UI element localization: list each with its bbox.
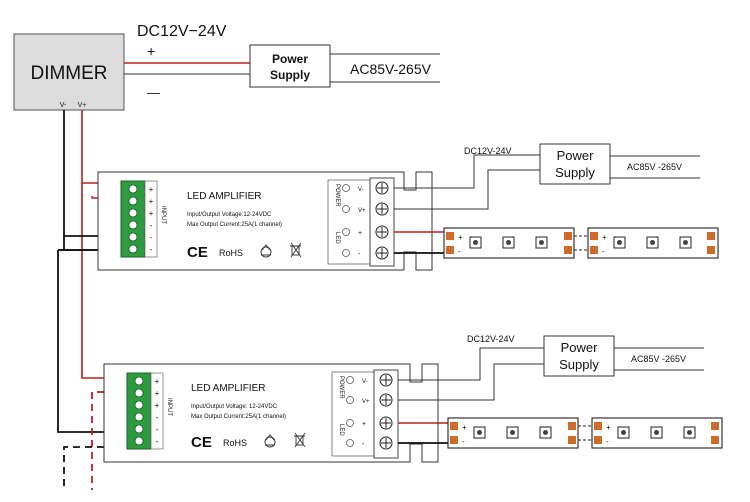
amp1-term-led-pos: + xyxy=(358,230,362,237)
main-supply-line1: Power xyxy=(272,52,308,66)
strip-minus: - xyxy=(602,247,605,256)
amp1-input-label: INPUT xyxy=(160,206,166,224)
amp1-led-strip-1: + - xyxy=(443,227,575,259)
amplifier-1: + + + - - - INPUT LED AMPLIFIER Input/Ou… xyxy=(97,171,433,271)
dimmer-unit: DIMMER V- V+ DC12V−24V + — xyxy=(13,23,227,111)
amp2-sign-strip xyxy=(150,372,164,450)
amp2-term-vpos: V+ xyxy=(362,399,370,405)
amp2-supply-pos-wire xyxy=(398,363,544,401)
main-supply-line2: Supply xyxy=(270,68,310,82)
amplifier-2: + + + - - - INPUT LED AMPLIFIER Input/Ou… xyxy=(103,363,439,463)
amp1-supply-ac: AC85V -265V xyxy=(627,162,682,172)
amp1-ce-mark: CE xyxy=(187,244,208,261)
amp2-strip-link xyxy=(578,425,592,441)
amp1-supply-line2: Supply xyxy=(555,165,595,180)
dimmer-plus-sign: + xyxy=(147,43,155,59)
strip-plus: + xyxy=(458,233,463,242)
dimmer-voltage: DC12V−24V xyxy=(137,23,227,40)
amp2-sign-3: + xyxy=(155,401,160,410)
amp2-recycle-icon xyxy=(264,434,276,448)
main-power-supply: Power Supply AC85V-265V xyxy=(249,44,440,88)
amp1-spec2: Max Output Current:25A(1 channel) xyxy=(187,222,282,228)
amp2-rohs: RoHS xyxy=(223,438,247,448)
amp2-supply-ac: AC85V -265V xyxy=(631,354,686,364)
amp1-supply-line1: Power xyxy=(557,148,595,163)
amp1-sign-2: + xyxy=(149,197,154,206)
strip-plus: + xyxy=(606,423,611,432)
amp2-power-label: POWER xyxy=(338,376,344,399)
amp1-sign-1: + xyxy=(149,185,154,194)
strip-plus: + xyxy=(462,423,467,432)
strip-minus: - xyxy=(606,437,609,446)
amp1-spec1: Input/Output Voltage:12-24VDC xyxy=(187,212,272,218)
amp2-supply-dc: DC12V-24V xyxy=(467,334,515,344)
amp2-sign-4: - xyxy=(156,413,159,422)
amp1-input-terminal xyxy=(120,180,146,258)
amp1-term-vpos: V+ xyxy=(358,208,366,214)
amp2-weee-bin-icon xyxy=(294,432,306,448)
strip-minus: - xyxy=(458,247,461,256)
amp1-supply-box xyxy=(539,143,611,185)
amp1-weee-bin-icon xyxy=(290,242,302,258)
dimmer-pin-pos: V+ xyxy=(78,102,87,109)
amp1-led-label: LED xyxy=(334,232,340,244)
amp1-sign-6: - xyxy=(150,245,153,254)
amp2-sign-6: - xyxy=(156,437,159,446)
strip-minus: - xyxy=(462,437,465,446)
amp1-title: LED AMPLIFIER xyxy=(187,191,261,202)
dimmer-pin-neg: V- xyxy=(60,102,67,109)
amp1-supply-pos-wire xyxy=(394,169,540,210)
amp1-supply-dc: DC12V-24V xyxy=(464,146,512,156)
amp2-title: LED AMPLIFIER xyxy=(191,383,265,394)
amp1-sign-5: - xyxy=(150,233,153,242)
amp2-sign-1: + xyxy=(155,377,160,386)
amp1-term-vneg: V- xyxy=(358,187,364,193)
amp2-term-vneg: V- xyxy=(362,379,368,385)
amp2-led-strip-2: + - xyxy=(591,417,723,449)
amp2-sign-5: - xyxy=(156,425,159,434)
amp2-led-strip-1: + - xyxy=(447,417,579,449)
dimmer-label: DIMMER xyxy=(30,63,107,84)
amp2-sign-2: + xyxy=(155,389,160,398)
amp2-input-terminal xyxy=(126,372,152,450)
amp2-term-led-neg: - xyxy=(362,441,365,448)
amp1-recycle-icon xyxy=(260,244,272,258)
amp1-label-plate xyxy=(327,179,371,265)
amp1-sign-strip xyxy=(144,180,158,258)
amp2-supply-box xyxy=(543,335,615,377)
next-amp-neg-dash xyxy=(63,446,128,490)
amp1-rohs: RoHS xyxy=(219,248,243,258)
amp2-supply-neg-wire xyxy=(398,347,544,381)
dimmer-box xyxy=(13,33,125,111)
main-supply-ac-wires xyxy=(330,53,440,83)
amp1-supply-neg-wire xyxy=(394,154,540,189)
amp2-spec2: Max Output Current:25A(1 channel) xyxy=(191,414,286,420)
amp1-led-strip-2: + - xyxy=(587,227,719,259)
amp1-term-led-neg: - xyxy=(358,251,361,258)
amp2-term-led-pos: + xyxy=(362,421,366,428)
amp1-power-label: POWER xyxy=(334,184,340,207)
amp1-sign-3: + xyxy=(149,209,154,218)
amp2-led-label: LED xyxy=(338,424,344,436)
dimmer-minus-sign: — xyxy=(147,85,160,100)
amp2-supply-line2: Supply xyxy=(559,357,599,372)
amp1-strip-link xyxy=(574,235,588,251)
main-supply-ac: AC85V-265V xyxy=(350,61,432,77)
amp2-ce-mark: CE xyxy=(191,434,212,451)
amp2-supply-ac-wires xyxy=(614,347,704,371)
amp2-spec1: Input/Output Voltage: 12-24VDC xyxy=(191,404,278,410)
amp2-input-label: INPUT xyxy=(166,398,172,416)
main-supply-box xyxy=(249,44,331,88)
amp1-sign-4: - xyxy=(150,221,153,230)
amp1-supply-ac-wires xyxy=(610,155,700,179)
amp2-supply-line1: Power xyxy=(561,340,599,355)
strip-plus: + xyxy=(602,233,607,242)
